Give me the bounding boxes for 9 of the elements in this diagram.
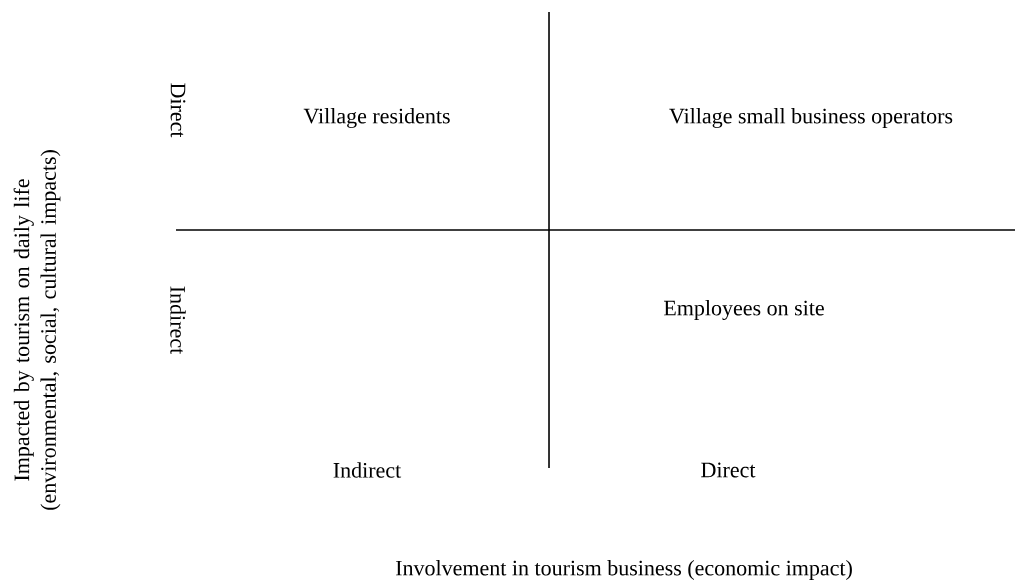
axis-title: Impacted by tourism on daily life (environmental, social, cultural impacts) bbox=[13, 150, 61, 510]
axis-category-label: Direct bbox=[701, 462, 756, 478]
axis-category-label: Direct bbox=[170, 83, 186, 138]
quadrant-label: Village residents bbox=[303, 108, 450, 128]
axis-title: Involvement in tourism business (economic impact) bbox=[396, 560, 852, 580]
axis-category-label: Indirect bbox=[333, 462, 402, 478]
axis-category-label: Indirect bbox=[170, 286, 186, 355]
quadrant-label: Village small business operators bbox=[669, 108, 953, 128]
quadrant-label: Employees on site bbox=[664, 300, 824, 320]
